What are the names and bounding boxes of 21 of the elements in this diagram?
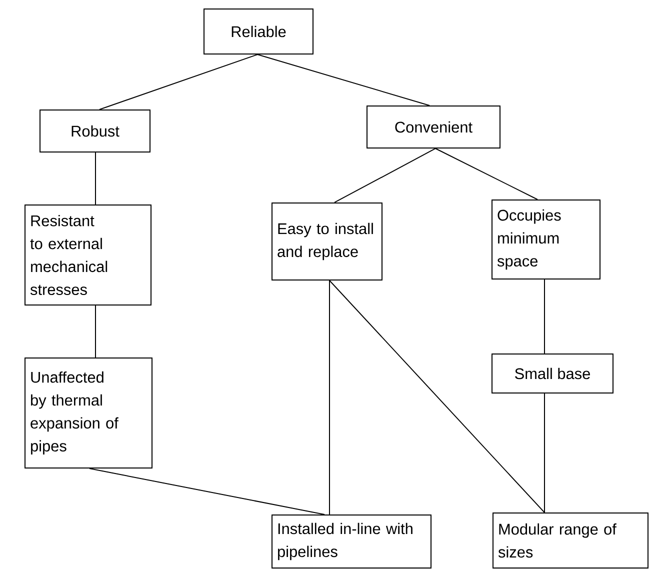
connector-line <box>334 148 436 203</box>
text-box: Easy to install and replace <box>272 202 382 280</box>
connector-line <box>95 305 96 358</box>
text-box: Reliable <box>204 8 314 54</box>
connector-line <box>435 148 538 200</box>
text-box: Small base <box>492 354 614 394</box>
connector-line <box>257 54 430 106</box>
connector-line <box>544 279 545 354</box>
connector-line <box>95 152 96 205</box>
connector-line <box>329 280 545 513</box>
text-box: Modular range of sizes <box>492 512 648 568</box>
text-box: Occupies minimum space <box>492 200 600 280</box>
connector-line <box>329 280 330 515</box>
text-box: Resistant to external mechanical stresses <box>24 204 152 306</box>
connector-line <box>99 54 258 110</box>
text-box: Robust <box>40 110 150 152</box>
text-box: Unaffected by thermal expansion of pipes <box>24 358 152 468</box>
text-box: Installed in-line with pipelines <box>272 514 432 568</box>
text-box: Convenient <box>366 106 500 148</box>
connector-line <box>544 393 545 513</box>
connector-line <box>89 468 325 515</box>
